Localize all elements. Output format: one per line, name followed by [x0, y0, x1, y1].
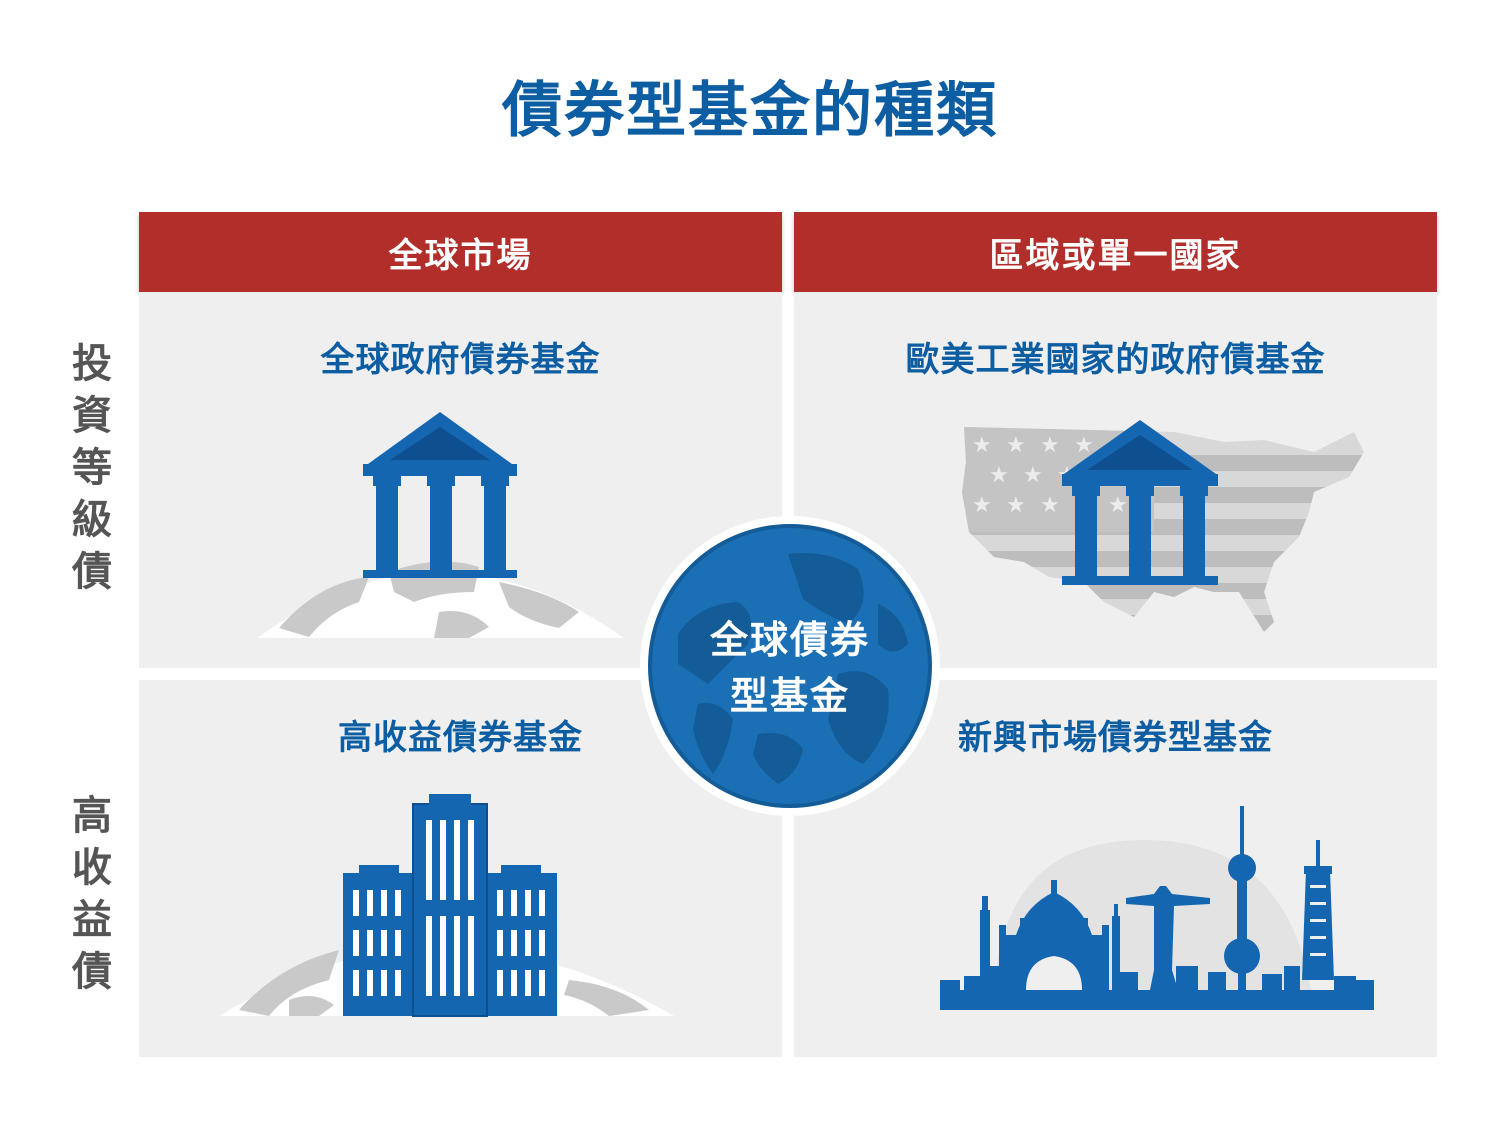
cell-global-government: 全球政府債券基金	[139, 292, 782, 668]
center-label-line2: 型基金	[729, 674, 850, 718]
office-buildings-icon	[219, 794, 674, 1017]
cell-title-high-yield: 高收益債券基金	[338, 718, 583, 758]
svg-text:★: ★	[972, 433, 992, 458]
cell-title-global-government: 全球政府債券基金	[320, 340, 601, 380]
center-label: 全球債券 型基金	[638, 612, 942, 724]
svg-text:★: ★	[1006, 493, 1026, 518]
svg-text:★: ★	[989, 463, 1009, 488]
cell-title-western-government: 歐美工業國家的政府債基金	[905, 340, 1326, 380]
world-landmarks-skyline-icon	[940, 806, 1374, 1010]
svg-text:★: ★	[1040, 493, 1060, 518]
bank-building-icon	[257, 412, 624, 638]
globe-icon	[640, 516, 940, 816]
us-flag-map-icon: ★★★★★ ★★★★ ★★★★★	[962, 420, 1364, 632]
row-label-investment-grade: 投資等級債	[72, 341, 112, 595]
svg-text:★: ★	[1074, 433, 1094, 458]
page-title: 債券型基金的種類	[502, 76, 998, 146]
svg-text:★: ★	[972, 493, 992, 518]
center-label-line1: 全球債券	[709, 618, 870, 662]
column-header-regional: 區域或單一國家	[794, 212, 1437, 292]
cell-western-government: 歐美工業國家的政府債基金 ★★★★★ ★★★★ ★★★★★	[794, 292, 1437, 668]
svg-text:★: ★	[1006, 433, 1026, 458]
cell-high-yield: 高收益債券基金	[139, 680, 782, 1057]
row-label-high-yield: 高收益債	[72, 793, 112, 995]
svg-text:★: ★	[1108, 493, 1128, 518]
column-header-global: 全球市場	[139, 212, 782, 292]
svg-text:★: ★	[1023, 463, 1043, 488]
cell-title-emerging-markets: 新興市場債券型基金	[958, 718, 1273, 758]
svg-text:★: ★	[1040, 433, 1060, 458]
